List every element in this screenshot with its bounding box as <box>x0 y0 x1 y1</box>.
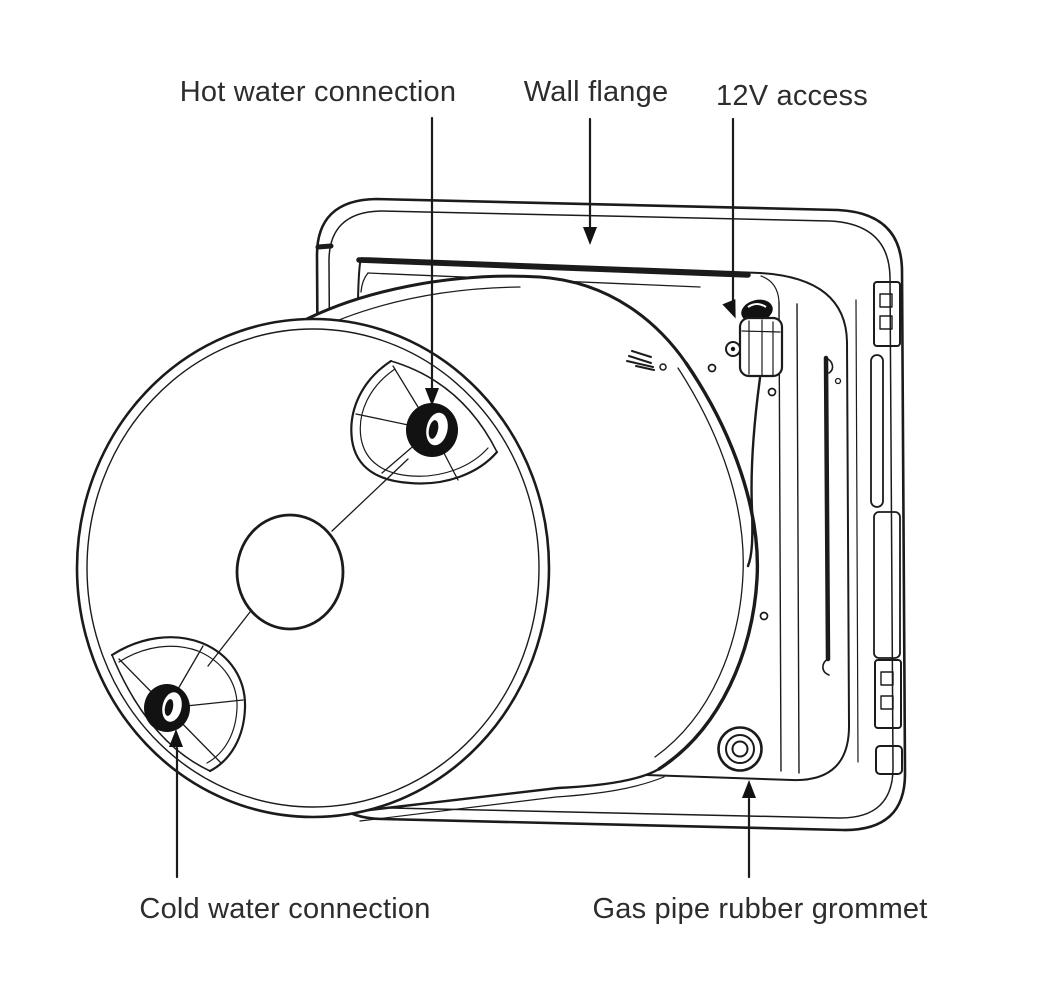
twelve-v-wire <box>746 376 762 568</box>
grommet-arrowhead <box>742 780 756 798</box>
cold-water-arrowhead <box>169 729 183 747</box>
screw-dot <box>759 611 769 621</box>
cold-water-port <box>144 684 190 732</box>
twelve-v-access-label: 12V access <box>716 80 868 112</box>
panel-slot <box>823 355 831 662</box>
twelve-v-arrowhead <box>722 299 736 319</box>
twelve-v-connector <box>725 299 784 568</box>
clip-lower-tab <box>875 745 903 775</box>
gas-grommet <box>717 726 763 772</box>
drum-top-silhouette <box>297 274 688 365</box>
hot-water-port <box>406 403 458 457</box>
drum-bottom-silhouette <box>350 767 661 814</box>
flange-left-tick <box>315 243 334 250</box>
flange-side-clips <box>855 281 903 775</box>
drum-back-rim <box>657 361 760 771</box>
wall-flange-outline <box>315 197 907 832</box>
tank-centre-hole <box>235 513 345 631</box>
screw-dot <box>767 387 777 397</box>
hot-water-connection-label: Hot water connection <box>179 76 457 108</box>
wall-flange-label: Wall flange <box>523 76 669 108</box>
clip-bottom <box>874 659 902 729</box>
clip-top <box>873 281 901 347</box>
wall-flange-arrowhead <box>583 227 597 245</box>
side-bar-thin <box>870 354 884 508</box>
tank-front-face <box>75 317 551 819</box>
gas-pipe-rubber-grommet-label: Gas pipe rubber grommet <box>592 893 928 925</box>
leader-lines <box>169 116 756 879</box>
cold-water-connection-label: Cold water connection <box>139 893 431 925</box>
hot-water-arrowhead <box>425 388 439 406</box>
drum-texture-patch <box>626 350 667 371</box>
screw-dot <box>707 363 717 373</box>
panel-top-band <box>356 257 751 278</box>
side-bar-wide <box>873 511 901 659</box>
